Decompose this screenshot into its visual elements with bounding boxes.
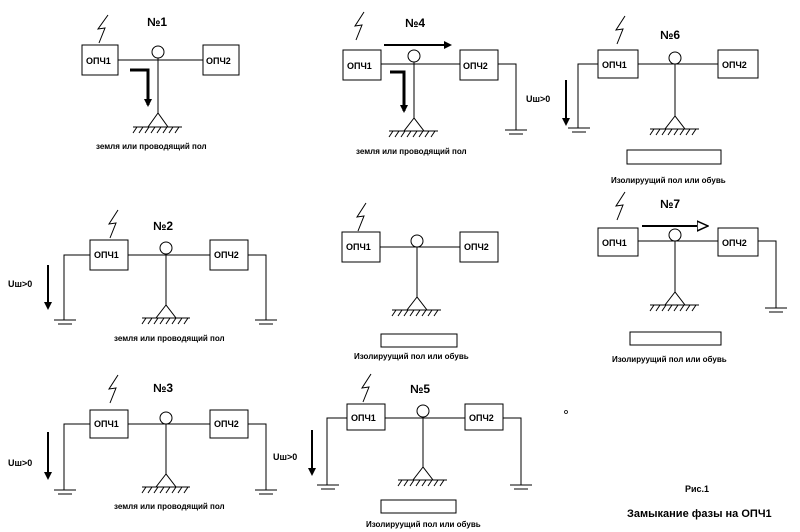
panel-4-number: №4 xyxy=(405,16,425,30)
floor-label: земля или проводящий пол xyxy=(114,334,225,343)
opch2-label: ОПЧ2 xyxy=(722,60,747,70)
person-head xyxy=(407,49,421,63)
figure-label: Рис.1 xyxy=(685,484,709,494)
stray-dot xyxy=(564,410,568,414)
floor-label: Изолируущий пол или обувь xyxy=(366,520,481,529)
current-arrow xyxy=(390,70,408,113)
person-head xyxy=(416,404,430,418)
person-head xyxy=(159,411,173,425)
opch1-box xyxy=(342,49,382,81)
panel-middle: ОПЧ1 ОПЧ2 Изолируущий пол или обувь xyxy=(341,202,499,361)
person-head xyxy=(159,241,173,255)
insulating-mat xyxy=(380,333,458,348)
panel-7: №7 ОПЧ1 ОПЧ2 Изолируущий пол или обувь xyxy=(597,191,787,364)
panel-6-number: №6 xyxy=(660,28,680,42)
lightning-icon xyxy=(355,202,367,232)
floor-label: Изолируущий пол или обувь xyxy=(611,176,726,185)
opch2-label: ОПЧ2 xyxy=(214,250,239,260)
person-head xyxy=(151,45,165,59)
opch1-label: ОПЧ1 xyxy=(602,238,627,248)
lightning-icon xyxy=(614,191,626,221)
voltage-label: Uш>0 xyxy=(526,94,550,104)
panel-1-number: №1 xyxy=(147,15,167,29)
voltage-label: Uш>0 xyxy=(8,458,32,468)
panel-4: №4 ОПЧ1 ОПЧ2 земля или проводящий пол xyxy=(342,11,527,156)
opch1-box xyxy=(597,227,639,257)
opch1-label: ОПЧ1 xyxy=(351,413,376,423)
opch2-box xyxy=(464,403,504,431)
opch1-label: ОПЧ1 xyxy=(86,56,111,66)
opch1-label: ОПЧ1 xyxy=(346,242,371,252)
opch2-box xyxy=(717,227,759,257)
insulating-mat xyxy=(380,499,457,514)
opch2-label: ОПЧ2 xyxy=(469,413,494,423)
panel-6: №6 ОПЧ1 ОПЧ2 Uш>0 Изолируущий пол или об… xyxy=(526,15,759,185)
floor-label: земля или проводящий пол xyxy=(356,147,467,156)
opch2-label: ОПЧ2 xyxy=(206,56,231,66)
current-arrow xyxy=(130,68,152,107)
panel-3-number: №3 xyxy=(153,381,173,395)
opch1-label: ОПЧ1 xyxy=(602,60,627,70)
person-head xyxy=(668,228,682,242)
opch2-label: ОПЧ2 xyxy=(722,238,747,248)
opch1-label: ОПЧ1 xyxy=(94,419,119,429)
opch1-label: ОПЧ1 xyxy=(347,61,372,71)
panel-2: №2 ОПЧ1 ОПЧ2 Uш>0 земля или проводящий п… xyxy=(8,209,277,343)
floor-label: земля или проводящий пол xyxy=(96,142,207,151)
opch1-label: ОПЧ1 xyxy=(94,250,119,260)
opch2-label: ОПЧ2 xyxy=(214,419,239,429)
lightning-icon xyxy=(614,15,626,45)
lightning-icon xyxy=(96,14,109,44)
insulating-mat xyxy=(626,149,722,165)
floor-label: Изолируущий пол или обувь xyxy=(612,355,727,364)
panel-1: №1 ОПЧ1 ОПЧ2 земля или проводящий пол xyxy=(81,14,240,151)
panel-2-number: №2 xyxy=(153,219,173,233)
panel-3: №3 ОПЧ1 ОПЧ2 Uш>0 земля или проводящий п… xyxy=(8,374,277,511)
lightning-icon xyxy=(360,373,372,403)
opch2-box xyxy=(459,49,499,81)
opch2-label: ОПЧ2 xyxy=(463,61,488,71)
floor-label: земля или проводящий пол xyxy=(114,502,225,511)
panel-5: №5 ОПЧ1 ОПЧ2 Uш>0 Изолируущий пол или об… xyxy=(273,373,532,529)
lightning-icon xyxy=(353,11,365,41)
panel-7-number: №7 xyxy=(660,197,680,211)
panel-5-number: №5 xyxy=(410,382,430,396)
opch1-box xyxy=(346,403,386,431)
opch2-label: ОПЧ2 xyxy=(464,242,489,252)
voltage-label: Uш>0 xyxy=(8,279,32,289)
voltage-label: Uш>0 xyxy=(273,452,297,462)
lightning-icon xyxy=(107,209,119,239)
figure-title: Замыкание фазы на ОПЧ1 xyxy=(627,508,772,520)
insulating-mat xyxy=(629,331,722,346)
lightning-icon xyxy=(107,374,119,404)
floor-label: Изолируущий пол или обувь xyxy=(354,352,469,361)
person-head xyxy=(668,51,682,65)
person-head xyxy=(410,234,424,248)
